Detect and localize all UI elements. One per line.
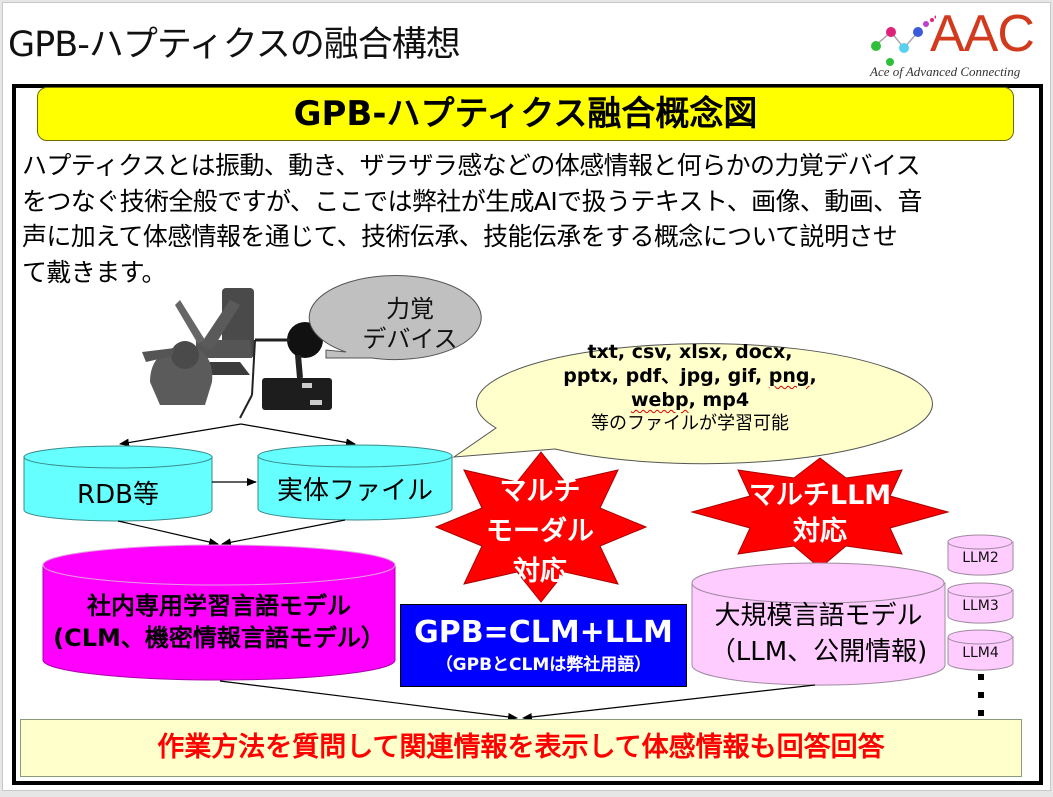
text-span: , mp4 [688, 389, 750, 411]
gpb-formula: GPB=CLM+LLM [414, 615, 673, 650]
llm3-cylinder [947, 582, 1014, 624]
multillm-line: 対応 [793, 516, 847, 547]
multillm-label: マルチLLM 対応 [700, 478, 940, 550]
intro-line: ハプティクスとは振動、動き、ザラザラ感などの体感情報と何らかの力覚デバイス [22, 151, 921, 180]
llm-cylinder [691, 562, 946, 686]
llm4-label: LLM4 [962, 645, 999, 661]
arrow-image-to-rdb [119, 423, 242, 447]
llm-label: 大規模言語モデル （LLM、公開情報) [692, 598, 945, 670]
haptic-devices-image [142, 288, 332, 419]
arrow-llm-to-answer [522, 684, 816, 721]
gpb-formula-box: GPB=CLM+LLM （GPBとCLMは弊社用語） [400, 604, 687, 687]
slide-title: GPB-ハプティクスの融合構想 [8, 25, 461, 65]
rdb-cylinder [23, 445, 213, 522]
files-label: 実体ファイル [276, 476, 433, 506]
arrow-image-to-files [240, 423, 356, 447]
callout-device-label: 力覚 デバイス [326, 294, 494, 354]
logo-tagline: Ace of Advanced Connecting [870, 64, 1021, 79]
arrow-files-to-clm [221, 519, 346, 547]
rdb-label: RDB等 [77, 480, 159, 510]
clm-line: (CLM、機密情報言語モデル） [53, 624, 385, 652]
answer-box: 作業方法を質問して関連情報を表示して体感情報も回答回答 [20, 719, 1022, 777]
intro-paragraph: ハプティクスとは振動、動き、ザラザラ感などの体感情報と何らかの力覚デバイス をつ… [22, 148, 1022, 290]
callout-files-shape [452, 343, 933, 465]
intro-line: て戴きます。 [22, 257, 167, 287]
gpb-note: （GPBとCLMは弊社用語） [435, 655, 652, 675]
multimodal-line: モーダル [486, 516, 594, 547]
callout-device-line: デバイス [362, 325, 458, 353]
arrow-rdb-to-clm [117, 520, 219, 546]
logo-mark: AAC [930, 5, 1035, 63]
aac-logo: AAC Ace of Advanced Connecting [866, 5, 1046, 82]
intro-line: 声に加えて体感情報を通じて、技術伝承、技能伝承をする概念について説明させ [22, 222, 898, 251]
multimodal-line: 対応 [513, 556, 567, 587]
multimodal-line: マルチ [499, 476, 581, 507]
logo-dots-icon [871, 15, 936, 66]
clm-line: 社内専用学習言語モデル [87, 592, 351, 620]
llm-line: （LLM、公開情報) [709, 637, 928, 667]
callout-files-line: webp, mp4 [470, 388, 910, 412]
llm2-label: LLM2 [962, 550, 999, 566]
diagram-banner-title: GPB-ハプティクス融合概念図 [37, 87, 1014, 141]
callout-files-label: txt, csv, xlsx, docx, pptx, pdf、jpg, gif… [470, 340, 910, 436]
llm4-cylinder [947, 629, 1014, 671]
text-span: pptx, pdf、jpg, gif, [563, 365, 769, 387]
callout-device-shape [308, 275, 482, 361]
multimodal-starburst [434, 451, 648, 603]
more-llm-ellipsis-icon [978, 674, 984, 716]
clm-label: 社内専用学習言語モデル (CLM、機密情報言語モデル） [43, 590, 395, 654]
text-span: , [809, 365, 817, 387]
diagram-frame [12, 84, 1043, 785]
multimodal-label: マルチ モーダル 対応 [450, 472, 630, 592]
callout-files-line: txt, csv, xlsx, docx, [587, 341, 793, 363]
files-cylinder [257, 444, 453, 521]
spellcheck-text-span: webp [630, 389, 689, 411]
multillm-line: マルチLLM [748, 480, 892, 511]
spellcheck-text-span: png [768, 365, 810, 387]
callout-files-line: pptx, pdf、jpg, gif, png, [470, 364, 910, 388]
llm2-cylinder [947, 534, 1014, 576]
intro-line: をつなぐ技術全般ですが、ここでは弊社が生成AIで扱うテキスト、画像、動画、音 [22, 186, 923, 216]
llm-line: 大規模言語モデル [714, 601, 923, 631]
llm3-label: LLM3 [962, 598, 999, 614]
callout-files-line: 等のファイルが学習可能 [591, 413, 789, 434]
arrow-clm-to-answer [219, 680, 518, 721]
callout-device-line: 力覚 [386, 295, 434, 323]
clm-cylinder [42, 544, 396, 681]
